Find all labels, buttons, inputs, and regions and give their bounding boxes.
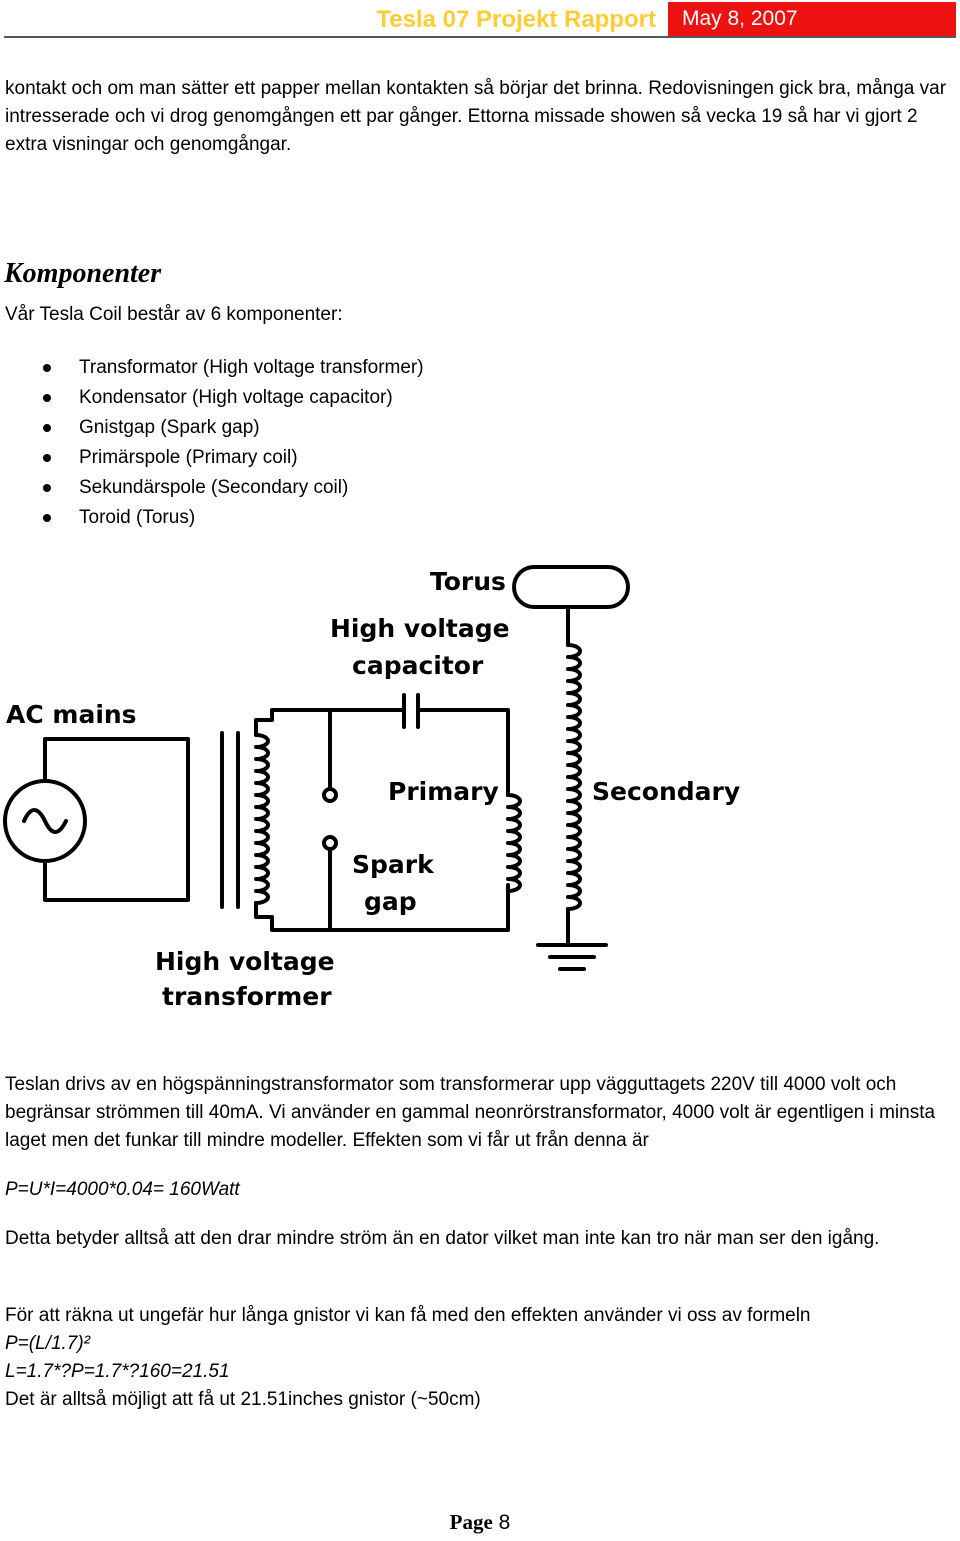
component-list: Transformator (High voltage transformer)… bbox=[0, 353, 424, 533]
spark-electrode-top bbox=[322, 787, 338, 803]
torus-icon bbox=[512, 565, 630, 609]
bullet-icon bbox=[43, 364, 51, 372]
power-formula: P=U*I=4000*0.04= 160Watt bbox=[5, 1179, 240, 1200]
label-secondary: Secondary bbox=[592, 777, 740, 806]
body-paragraph-1: Teslan drivs av en högspänningstransform… bbox=[5, 1074, 936, 1151]
label-capacitor-line2: capacitor bbox=[352, 651, 484, 680]
body-paragraph-2: Detta betyder alltså att den drar mindre… bbox=[5, 1228, 880, 1249]
bottom-wire bbox=[254, 883, 510, 932]
body-paragraph-3: För att räkna ut ungefär hur långa gnist… bbox=[5, 1305, 811, 1326]
section-lead: Vår Tesla Coil består av 6 komponenter: bbox=[5, 304, 343, 325]
capacitor-right-wire bbox=[416, 708, 510, 797]
list-item: Sekundärspole (Secondary coil) bbox=[0, 473, 424, 503]
label-transformer-line2: transformer bbox=[162, 982, 332, 1011]
document-title: Tesla 07 Projekt Rapport bbox=[376, 6, 656, 33]
list-item: Toroid (Torus) bbox=[0, 503, 424, 533]
list-item: Kondensator (High voltage capacitor) bbox=[0, 383, 424, 413]
transformer-top-wire bbox=[254, 708, 406, 737]
list-item: Transformator (High voltage transformer) bbox=[0, 353, 424, 383]
tesla-coil-circuit-diagram: Torus High voltage capacitor AC mains Pr… bbox=[3, 565, 740, 1011]
label-ac-mains: AC mains bbox=[6, 700, 137, 729]
document-date: May 8, 2007 bbox=[668, 2, 956, 36]
page-footer: Page 8 bbox=[0, 1510, 960, 1535]
page-header: Tesla 07 Projekt Rapport May 8, 2007 bbox=[4, 2, 956, 36]
label-torus: Torus bbox=[430, 567, 506, 596]
page-number: 8 bbox=[498, 1511, 511, 1534]
secondary-coil bbox=[566, 643, 582, 911]
bullet-icon bbox=[43, 394, 51, 402]
bullet-icon bbox=[43, 454, 51, 462]
list-item: Primärspole (Primary coil) bbox=[0, 443, 424, 473]
header-divider bbox=[4, 36, 956, 38]
label-primary: Primary bbox=[388, 777, 499, 806]
bullet-icon bbox=[43, 484, 51, 492]
list-item: Gnistgap (Spark gap) bbox=[0, 413, 424, 443]
transformer-coil bbox=[254, 733, 270, 905]
intro-paragraph: kontakt och om man sätter ett papper mel… bbox=[5, 78, 947, 155]
bullet-icon bbox=[43, 514, 51, 522]
bullet-icon bbox=[43, 424, 51, 432]
page-label: Page bbox=[449, 1510, 493, 1534]
label-spark-line2: gap bbox=[364, 887, 417, 916]
label-transformer-line1: High voltage bbox=[155, 947, 335, 976]
spark-formula-1: P=(L/1.7)² bbox=[5, 1333, 91, 1354]
conclusion-text: Det är alltså möjligt att få ut 21.51inc… bbox=[5, 1389, 481, 1410]
primary-coil bbox=[506, 793, 522, 893]
label-spark-line1: Spark bbox=[352, 850, 435, 879]
spark-formula-2: L=1.7*?P=1.7*?160=21.51 bbox=[5, 1361, 230, 1382]
label-capacitor-line1: High voltage bbox=[330, 614, 510, 643]
sine-wave-icon bbox=[22, 808, 68, 834]
ac-wire bbox=[43, 737, 190, 902]
section-heading: Komponenter bbox=[4, 258, 162, 289]
